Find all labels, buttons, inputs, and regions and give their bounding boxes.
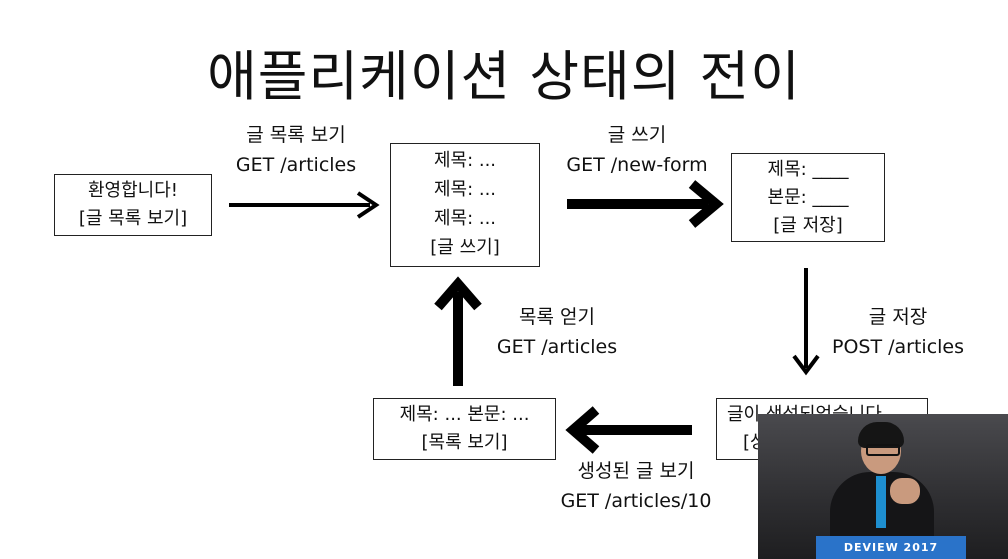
- request-text: GET /articles: [235, 154, 357, 176]
- speaker-video: DEVIEW 2017: [758, 414, 1008, 559]
- state-new-form: 제목: ____ 본문: ____ [글 저장]: [731, 153, 885, 242]
- form-body-field: 본문: ____: [767, 187, 849, 208]
- speaker-hair: [858, 422, 904, 448]
- action-text: 생성된 글 보기: [577, 460, 695, 482]
- podium: [816, 536, 966, 559]
- arrow-get-list: [434, 276, 482, 386]
- state-article-list: 제목: ... 제목: ... 제목: ... [글 쓰기]: [390, 143, 540, 267]
- request-text: POST /articles: [831, 336, 965, 358]
- form-title-field: 제목: ____: [767, 159, 849, 180]
- request-text: GET /articles: [496, 336, 618, 358]
- request-text: GET /new-form: [566, 154, 708, 176]
- label-view-list: 글 목록 보기 GET /articles: [216, 120, 376, 180]
- glasses-icon: [866, 444, 900, 456]
- list-link: [목록 보기]: [421, 432, 508, 453]
- state-article: 제목: ... 본문: ... [목록 보기]: [373, 398, 556, 460]
- state-welcome: 환영합니다! [글 목록 보기]: [54, 174, 212, 236]
- action-text: 목록 얻기: [519, 306, 595, 328]
- action-text: 글 목록 보기: [246, 124, 346, 146]
- welcome-text: 환영합니다!: [87, 180, 178, 201]
- action-text: 글 저장: [868, 306, 928, 328]
- action-text: 글 쓰기: [607, 124, 667, 146]
- label-write: 글 쓰기 GET /new-form: [552, 120, 722, 180]
- slide-title: 애플리케이션 상태의 전이: [207, 45, 801, 108]
- label-save: 글 저장 POST /articles: [822, 302, 974, 362]
- arrow-view-list: [229, 191, 380, 219]
- request-text: GET /articles/10: [560, 490, 712, 512]
- list-item: 제목: ...: [433, 150, 497, 171]
- article-content: 제목: ... 본문: ...: [399, 404, 530, 425]
- podium-banner: DEVIEW 2017: [843, 541, 939, 554]
- arrow-save: [792, 268, 820, 376]
- arrow-write: [567, 180, 724, 228]
- welcome-link: [글 목록 보기]: [78, 208, 188, 229]
- list-item: 제목: ...: [433, 179, 497, 200]
- write-link: [글 쓰기]: [430, 237, 500, 258]
- list-item: 제목: ...: [433, 208, 497, 229]
- save-link: [글 저장]: [773, 215, 843, 236]
- arrow-view-created: [565, 406, 692, 454]
- speaker-hand: [890, 478, 920, 504]
- lanyard: [876, 476, 886, 528]
- label-view-created: 생성된 글 보기 GET /articles/10: [548, 456, 724, 516]
- label-get-list: 목록 얻기 GET /articles: [486, 302, 628, 362]
